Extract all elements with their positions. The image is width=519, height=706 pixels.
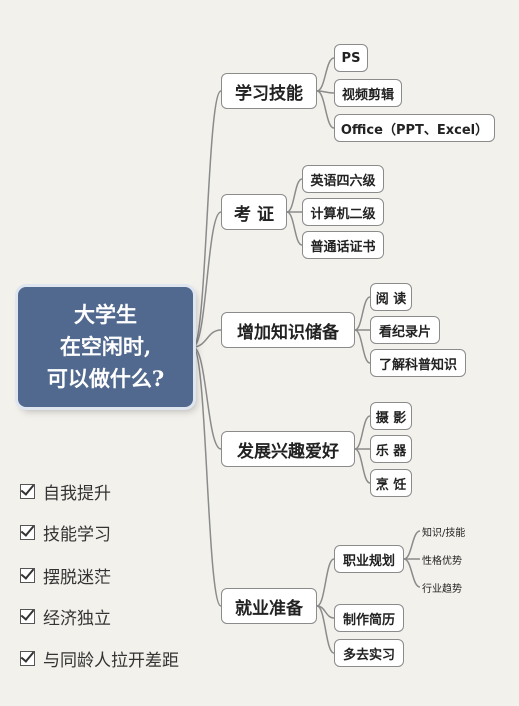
item-internship: 多去实习 xyxy=(334,639,404,667)
branch-learn-skills: 学习技能 xyxy=(221,73,317,109)
item-putonghua: 普通话证书 xyxy=(302,231,384,259)
branch-child-connector xyxy=(316,605,335,654)
checklist-label: 经济独立 xyxy=(43,609,111,629)
item-documentaries: 看纪录片 xyxy=(370,316,440,344)
branch-child-connector xyxy=(286,211,303,246)
item-personality: 性格优势 xyxy=(422,556,462,567)
item-ps: PS xyxy=(334,44,368,72)
item-science: 了解科普知识 xyxy=(370,349,466,377)
item-reading: 阅 读 xyxy=(370,283,412,311)
checklist-item: 摆脱迷茫 xyxy=(20,563,111,588)
checkbox-icon xyxy=(20,651,35,666)
branch-child-connector xyxy=(354,296,371,331)
item-video-editing: 视频剪辑 xyxy=(334,79,402,107)
central-topic-line-2: 在空闲时, xyxy=(59,334,152,359)
branch-child-connector xyxy=(354,448,371,484)
item-cet: 英语四六级 xyxy=(302,165,384,193)
branch-certificates: 考 证 xyxy=(221,194,287,230)
checklist-item: 与同龄人拉开差距 xyxy=(20,646,179,671)
checkbox-icon xyxy=(20,525,35,540)
root-branch-connector xyxy=(192,346,222,607)
branch-child-connector xyxy=(354,415,371,450)
item-ncre: 计算机二级 xyxy=(302,198,384,226)
branch-child-connector xyxy=(354,329,371,364)
item-office: Office（PPT、Excel） xyxy=(334,114,495,142)
item-industry-trends: 行业趋势 xyxy=(422,584,462,595)
checklist-label: 摆脱迷茫 xyxy=(43,568,111,588)
central-topic: 大学生 在空闲时, 可以做什么? xyxy=(18,287,193,407)
checkbox-icon xyxy=(20,568,35,583)
central-topic-line-1: 大学生 xyxy=(74,302,137,327)
branch-child-connector xyxy=(316,57,335,92)
branch-knowledge: 增加知识储备 xyxy=(221,312,355,348)
checkbox-icon xyxy=(20,609,35,624)
checklist-item: 自我提升 xyxy=(20,479,111,504)
checklist-label: 与同龄人拉开差距 xyxy=(43,651,179,671)
subitem-connector xyxy=(403,558,421,588)
item-resume: 制作简历 xyxy=(334,604,404,632)
item-instrument: 乐 器 xyxy=(370,435,412,463)
branch-career: 就业准备 xyxy=(221,588,317,624)
branch-hobbies: 发展兴趣爱好 xyxy=(221,431,355,467)
branch-child-connector xyxy=(316,90,335,129)
subitem-connector xyxy=(403,530,421,560)
root-branch-connector xyxy=(192,211,222,348)
checklist-label: 技能学习 xyxy=(43,525,111,545)
checkbox-icon xyxy=(20,484,35,499)
item-cooking: 烹 饪 xyxy=(370,469,412,497)
branch-child-connector xyxy=(316,558,335,607)
root-branch-connector xyxy=(192,329,222,348)
item-knowledge-skills: 知识/技能 xyxy=(422,528,466,539)
root-branch-connector xyxy=(192,90,222,348)
item-photography: 摄 影 xyxy=(370,402,412,430)
root-branch-connector xyxy=(192,346,222,450)
central-topic-line-3: 可以做什么? xyxy=(46,366,165,391)
branch-child-connector xyxy=(316,90,335,94)
checklist-label: 自我提升 xyxy=(43,484,111,504)
branch-child-connector xyxy=(286,178,303,213)
branch-child-connector xyxy=(316,605,335,619)
checklist-item: 经济独立 xyxy=(20,604,111,629)
item-career-planning: 职业规划 xyxy=(334,545,404,573)
checklist-item: 技能学习 xyxy=(20,520,111,545)
